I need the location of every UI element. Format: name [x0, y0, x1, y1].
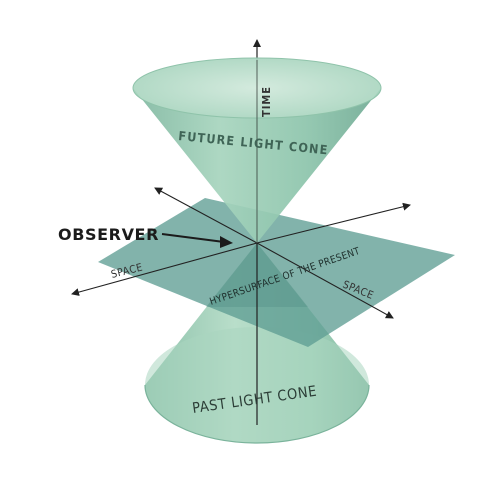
space-axis-right-down	[256, 242, 394, 319]
time-label: TIME	[260, 86, 273, 117]
space-axis-right-up	[256, 202, 411, 244]
space-axis-left-down	[71, 242, 258, 296]
hypersurface-plane	[98, 198, 455, 347]
observer-label: OBSERVER	[58, 225, 159, 244]
future-light-cone	[132, 57, 382, 243]
space-axis-left-up	[154, 187, 258, 244]
observer-arrow-icon	[161, 233, 233, 248]
